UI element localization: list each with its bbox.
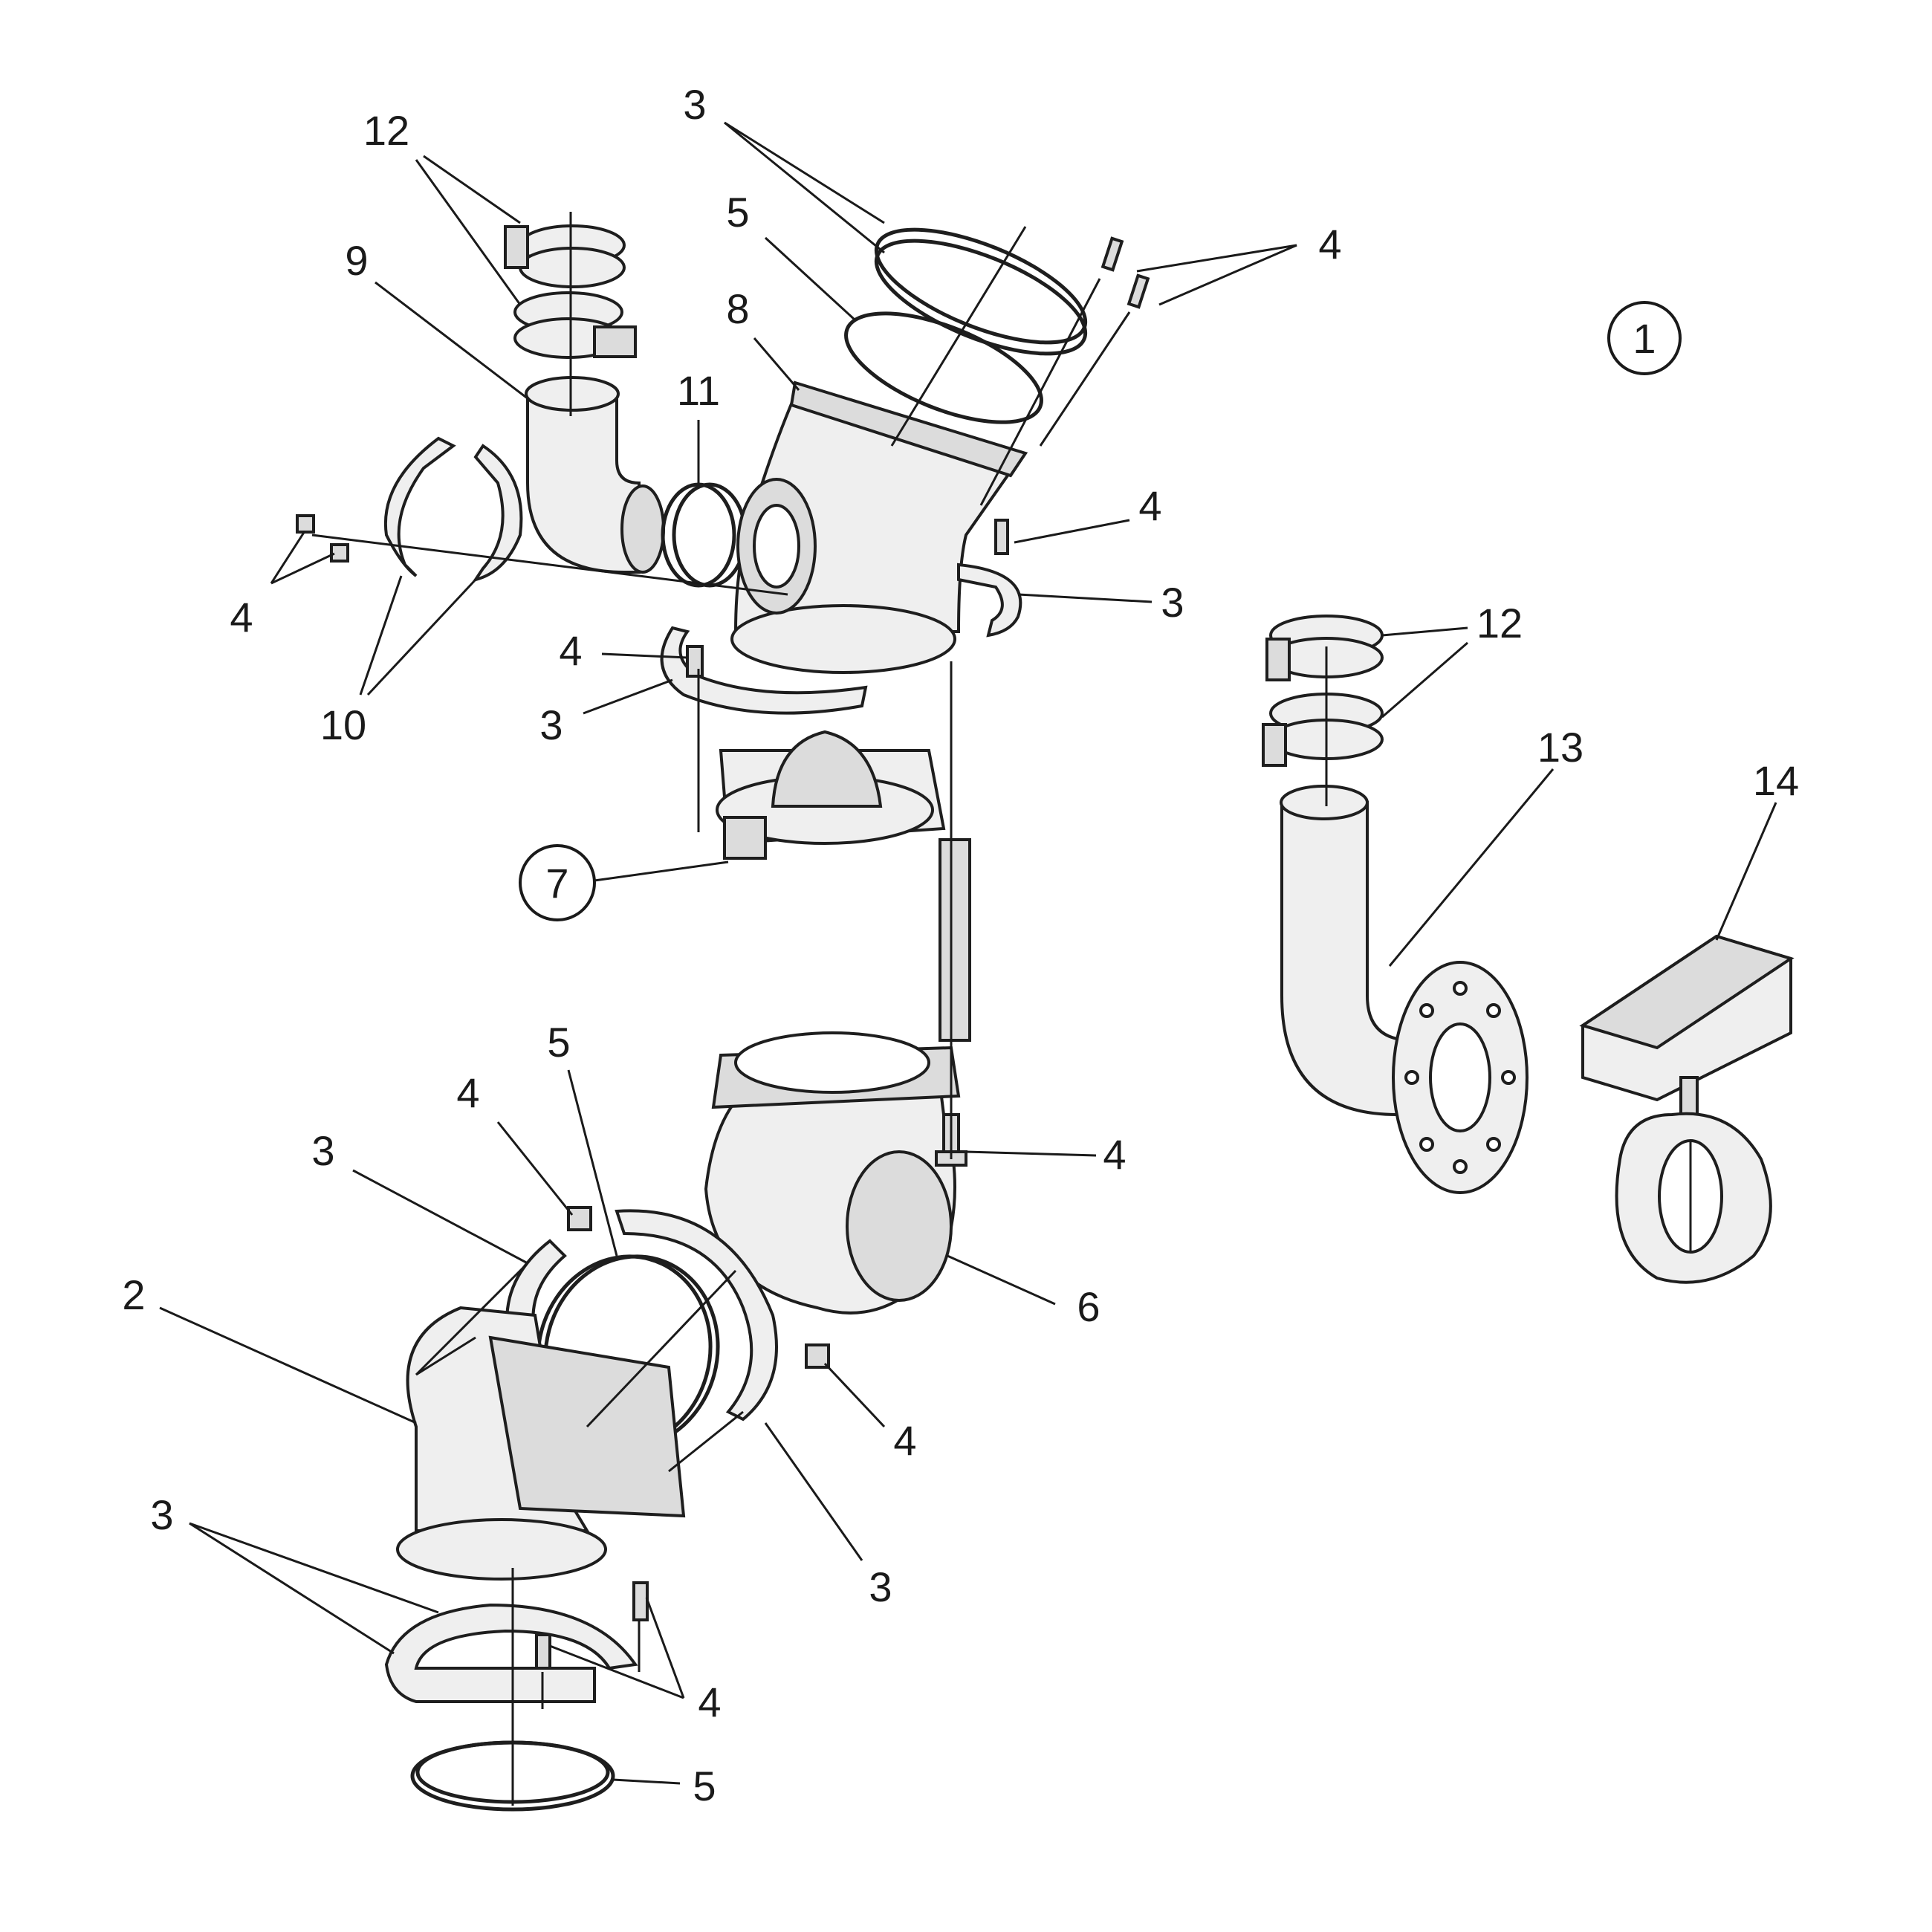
callout-4-flange: 4 (456, 1069, 479, 1116)
part-3-clamp-top (874, 227, 1088, 356)
callout-3-bottom: 3 (150, 1491, 173, 1538)
part-12-clamp-lower (513, 291, 637, 359)
part-7-valve-body (716, 730, 971, 1042)
callout-3-right: 3 (1161, 579, 1184, 626)
part-13-flanged-elbow (1280, 785, 1529, 1194)
callout-8: 8 (726, 285, 749, 332)
callout-4-bottom: 4 (698, 1679, 721, 1725)
callout-3-mid: 3 (539, 701, 563, 748)
part-4-bolt-topright (1100, 236, 1150, 309)
callout-4-mid: 4 (559, 627, 582, 674)
part-4-bolt-lowmid (567, 1206, 830, 1369)
leader-lines (159, 121, 1777, 1806)
part-3-clamp-lowright (615, 1209, 778, 1422)
callout-4-right: 4 (1138, 482, 1161, 529)
callout-4-lower: 4 (1103, 1131, 1126, 1178)
callout-4-topright: 4 (1318, 221, 1341, 268)
callout-5-bottom: 5 (693, 1763, 716, 1809)
callout-14: 14 (1753, 757, 1799, 804)
callout-5-mid: 5 (547, 1019, 570, 1066)
part-10-clamp-halves (383, 436, 523, 583)
callout-3-left: 3 (311, 1127, 334, 1174)
callout-2: 2 (122, 1271, 145, 1318)
part-5-gasket-top (844, 311, 1043, 424)
part-3-clamp-right (957, 519, 1022, 638)
svg-text:1: 1 (1633, 315, 1656, 362)
callout-4-left: 4 (230, 594, 253, 641)
part-11-seal (661, 482, 748, 588)
part-9-elbow-pipe (525, 376, 665, 574)
part-12-clamp-upper (504, 224, 626, 288)
callout-7-circled: 7 (519, 844, 596, 921)
part-4-bolt-left (296, 514, 349, 563)
part-12-clamp-right (1262, 615, 1384, 767)
callout-4-lowmid: 4 (893, 1417, 916, 1464)
callout-6: 6 (1077, 1283, 1100, 1330)
part-4-bolt-bottom (535, 1581, 649, 1670)
callout-3-top: 3 (683, 81, 706, 128)
callout-13: 13 (1537, 724, 1583, 771)
callout-9: 9 (345, 237, 368, 284)
svg-text:7: 7 (545, 860, 568, 907)
callout-5-top: 5 (726, 189, 749, 236)
part-3-clamp-bottom (384, 1603, 638, 1703)
callout-1-circled: 1 (1607, 301, 1682, 375)
callout-10: 10 (320, 701, 366, 748)
callout-labels: 12 9 11 8 5 3 4 4 3 4 10 4 3 4 6 5 4 3 2… (122, 81, 1799, 1809)
callout-12-left: 12 (363, 107, 409, 154)
part-2-elbow (396, 1306, 686, 1581)
callout-11: 11 (677, 367, 720, 414)
part-8-main-housing (730, 380, 1028, 674)
part-14-butterfly-valve (1579, 934, 1795, 1284)
part-6-valve-elbow (704, 1031, 961, 1315)
callout-3-lowright: 3 (869, 1563, 892, 1610)
callout-12-right: 12 (1476, 600, 1523, 646)
